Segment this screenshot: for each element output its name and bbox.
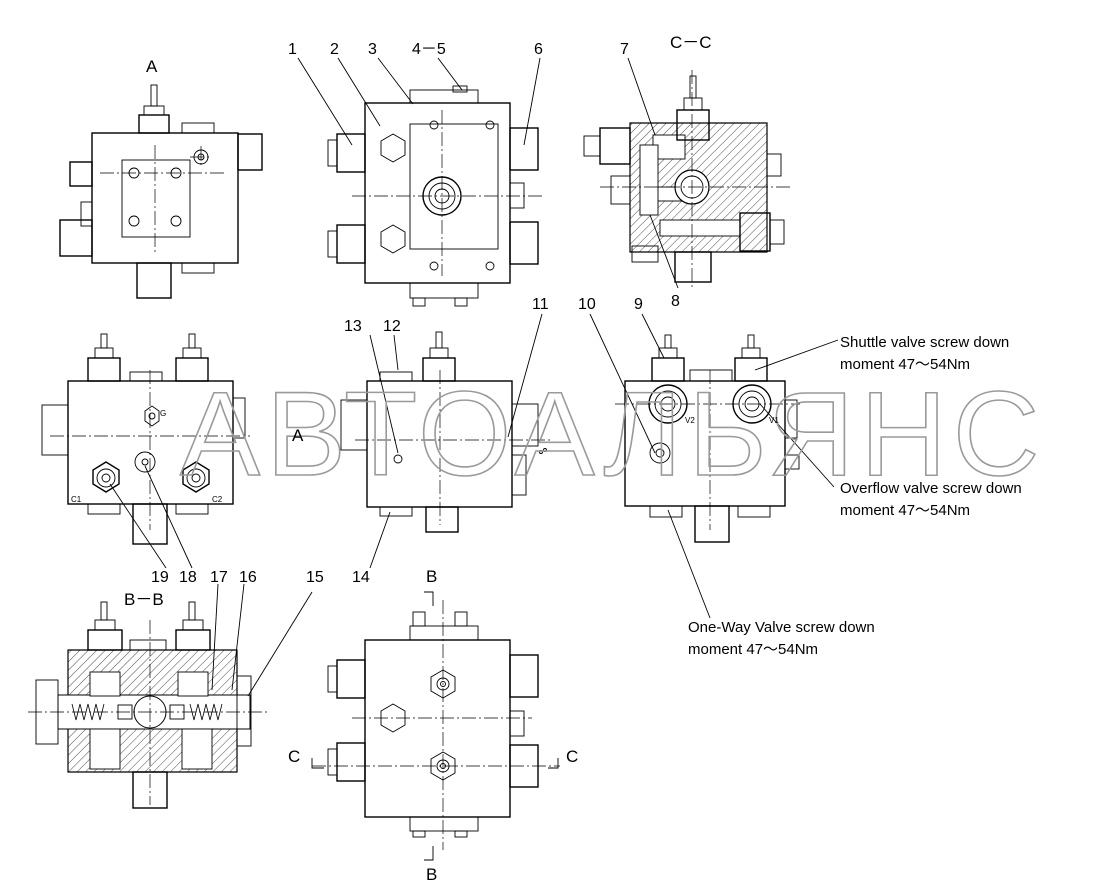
part-number-2: 2 [330, 41, 339, 58]
one-way-valve-note-line2: moment 47～54Nm [688, 641, 818, 658]
part-number-18: 18 [179, 569, 197, 586]
part-number-15: 15 [306, 569, 324, 586]
section-bb [28, 601, 268, 809]
shuttle-valve-note-line1: Shuttle valve screw down [840, 334, 1009, 351]
part-number-1: 1 [288, 41, 297, 58]
arrow-a-label: A [292, 426, 304, 445]
shuttle-valve-note-line2: moment 47～54Nm [840, 356, 970, 373]
leader-lines [109, 57, 839, 697]
front-view [327, 85, 545, 307]
section-cc [583, 70, 790, 290]
part-number-14: 14 [352, 569, 370, 586]
left-middle-view [41, 333, 250, 545]
view-a-label: A [146, 57, 158, 76]
part-number-6: 6 [534, 41, 543, 58]
cut-b-top-label: B [426, 567, 437, 586]
cut-c-left-label: C [288, 747, 300, 766]
part-number-13: 13 [344, 318, 362, 335]
watermark: АВТОАЛЬЯНС [180, 367, 1045, 501]
part-number-8: 8 [671, 293, 680, 310]
cutting-plane-markers [311, 591, 559, 861]
overflow-valve-note-line1: Overflow valve screw down [840, 480, 1022, 497]
port-label-g: G [160, 409, 166, 418]
part-number-4-5: 4－5 [412, 41, 446, 58]
part-number-10: 10 [578, 296, 596, 313]
bottom-center-view [312, 600, 560, 850]
one-way-valve-note-line1: One-Way Valve screw down [688, 619, 875, 636]
section-bb-label: B－B [124, 590, 164, 609]
view-a [59, 84, 263, 299]
part-number-16: 16 [239, 569, 257, 586]
part-number-3: 3 [368, 41, 377, 58]
port-label-v1: V1 [769, 416, 779, 425]
part-number-17: 17 [210, 569, 228, 586]
part-number-12: 12 [383, 318, 401, 335]
port-label-v2: V2 [685, 416, 695, 425]
port-label-c2: C2 [212, 495, 223, 504]
port-label-c1: C1 [71, 495, 82, 504]
section-cc-label: C－C [670, 33, 712, 52]
part-number-9: 9 [634, 296, 643, 313]
cut-c-right-label: C [566, 747, 578, 766]
part-number-19: 19 [151, 569, 169, 586]
part-number-7: 7 [620, 41, 629, 58]
cut-b-bottom-label: B [426, 865, 437, 884]
center-middle-view [340, 331, 550, 533]
part-number-11: 11 [532, 296, 549, 313]
overflow-valve-note-line2: moment 47～54Nm [840, 502, 970, 519]
right-middle-view [615, 334, 800, 543]
